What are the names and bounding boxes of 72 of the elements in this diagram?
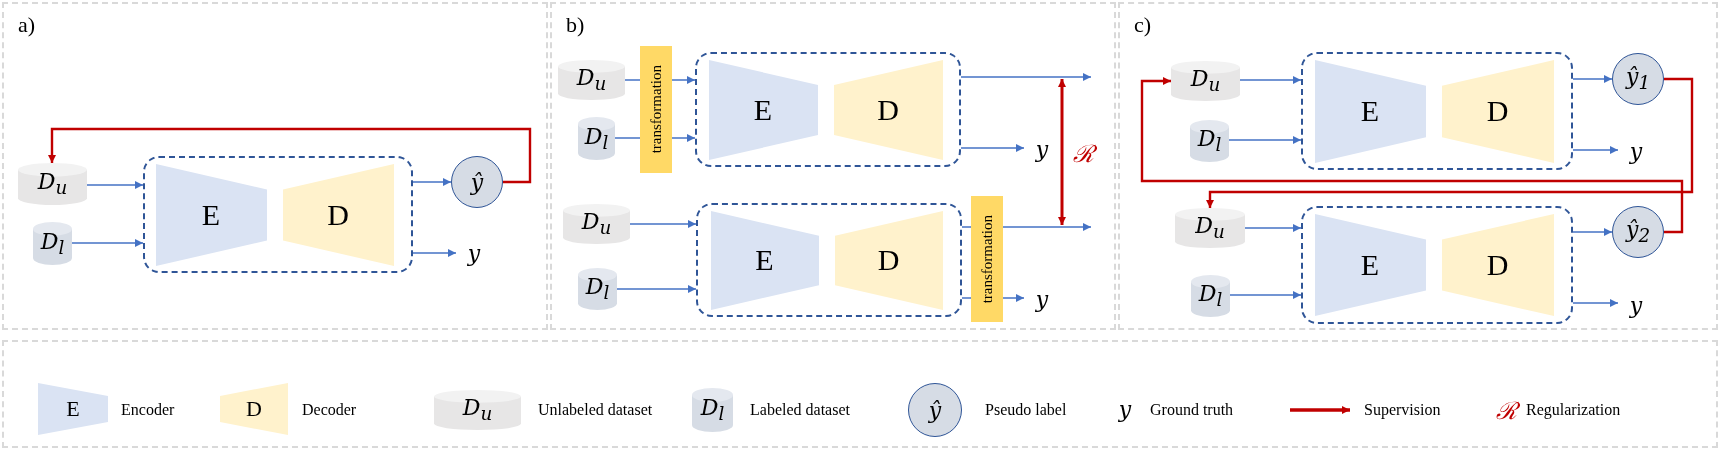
legend-text: Ground truth bbox=[1150, 400, 1234, 420]
model-box bbox=[695, 52, 961, 167]
ground-truth-label: y bbox=[1024, 132, 1060, 166]
legend-text: Labeled dataset bbox=[750, 400, 850, 420]
pseudo-label-circle: ŷ$_{1}$ bbox=[1612, 53, 1664, 105]
feedback-arrow bbox=[1206, 77, 1694, 208]
transformation-box: transformation bbox=[640, 46, 672, 173]
arrow bbox=[86, 181, 144, 189]
arrow bbox=[412, 178, 452, 186]
legend-text: Regularization bbox=[1526, 400, 1621, 420]
panel-label: a) bbox=[18, 12, 36, 38]
decoder-trapezoid: D bbox=[282, 163, 394, 266]
panel-label: c) bbox=[1134, 12, 1152, 38]
decoder-trapezoid: D bbox=[834, 210, 943, 310]
decoder-trapezoid: D bbox=[833, 59, 943, 160]
panel bbox=[2, 2, 548, 330]
legend-text: Decoder bbox=[302, 400, 357, 420]
pseudo-label-circle: ŷ bbox=[451, 156, 503, 208]
encoder-trapezoid: E bbox=[155, 163, 267, 266]
decoder-trapezoid: D bbox=[220, 383, 288, 435]
transformation-box: transformation bbox=[971, 196, 1003, 322]
regularization-symbol: ℛ bbox=[1493, 394, 1519, 424]
model-box bbox=[1301, 52, 1573, 170]
arrow bbox=[671, 134, 696, 142]
arrow bbox=[412, 249, 457, 257]
arrow bbox=[1572, 75, 1613, 83]
encoder-trapezoid: E bbox=[710, 210, 819, 310]
legend-text: Encoder bbox=[121, 400, 175, 420]
pseudo-label-circle: ŷ$_{2}$ bbox=[1612, 206, 1664, 258]
panel bbox=[1118, 2, 1718, 330]
arrow bbox=[1572, 299, 1619, 307]
arrow bbox=[629, 220, 697, 228]
arrow bbox=[71, 239, 144, 247]
feedback-arrow bbox=[1140, 77, 1684, 234]
ground-truth-label: y bbox=[1618, 134, 1654, 168]
encoder-trapezoid: E bbox=[38, 383, 108, 435]
legend-text: Supervision bbox=[1364, 400, 1441, 420]
legend-text: Pseudo label bbox=[985, 400, 1067, 420]
feedback-arrow bbox=[48, 127, 532, 184]
decoder-trapezoid: D bbox=[1441, 213, 1554, 316]
model-box bbox=[143, 156, 413, 273]
connector-line bbox=[961, 226, 972, 228]
ground-truth-label: y bbox=[1618, 288, 1654, 322]
connector-line bbox=[624, 79, 641, 81]
model-box bbox=[1301, 206, 1573, 324]
pseudo-label-circle: ŷ bbox=[908, 383, 962, 437]
arrow bbox=[616, 285, 697, 293]
arrow bbox=[1002, 294, 1025, 302]
arrow bbox=[1572, 228, 1613, 236]
panel-label: b) bbox=[566, 12, 585, 38]
ground-truth-label: y bbox=[456, 236, 492, 270]
arrow bbox=[1239, 76, 1302, 84]
ground-truth-label: y bbox=[1024, 282, 1060, 316]
arrow bbox=[1229, 291, 1302, 299]
connector-line bbox=[614, 137, 641, 139]
encoder-trapezoid: E bbox=[708, 59, 818, 160]
panel bbox=[550, 2, 1116, 330]
encoder-trapezoid: E bbox=[1314, 213, 1426, 316]
connector-line bbox=[961, 297, 972, 299]
decoder-trapezoid: D bbox=[1441, 59, 1554, 163]
ground-truth-symbol: y bbox=[1117, 395, 1133, 424]
model-box bbox=[696, 203, 962, 317]
arrow bbox=[1572, 146, 1619, 154]
regularization-symbol: ℛ bbox=[1068, 134, 1098, 170]
encoder-trapezoid: E bbox=[1314, 59, 1426, 163]
arrow bbox=[671, 76, 696, 84]
legend-text: Unlabeled dataset bbox=[538, 400, 653, 420]
arrow bbox=[1002, 223, 1092, 231]
arrow bbox=[1228, 136, 1302, 144]
arrow bbox=[1244, 224, 1302, 232]
arrow bbox=[960, 144, 1025, 152]
arrow bbox=[960, 73, 1092, 81]
